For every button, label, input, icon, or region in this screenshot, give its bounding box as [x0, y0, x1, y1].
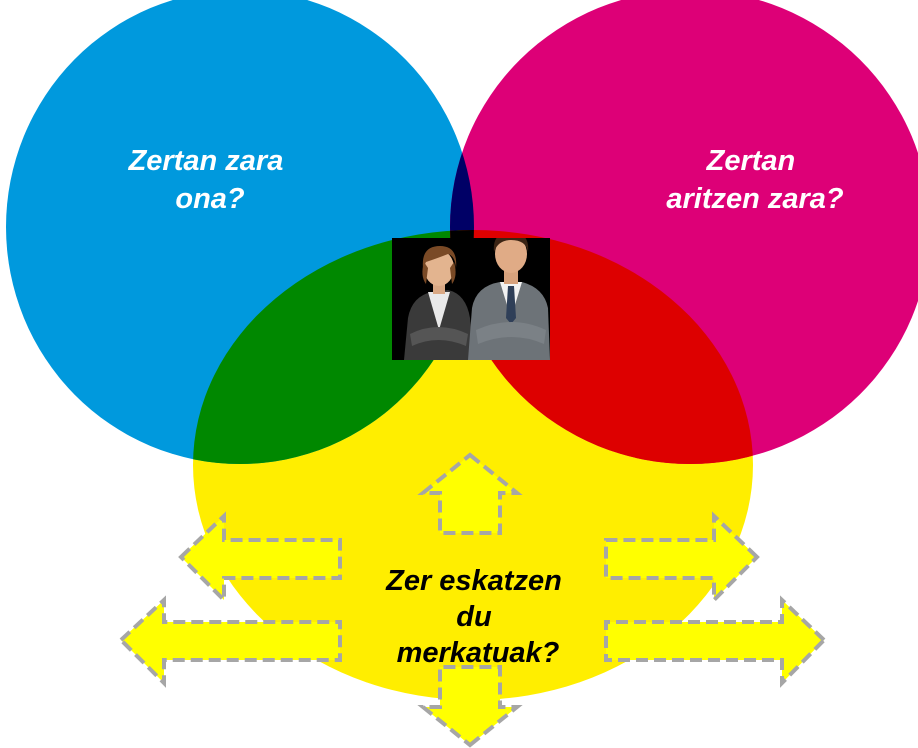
overlap-left-bottom: [193, 230, 474, 464]
arrow-left-upper-icon: [178, 511, 342, 605]
woman-figure: [404, 246, 474, 360]
arrow-left-lower-icon: [118, 595, 342, 688]
label-right-line-2: aritzen zara?: [666, 183, 844, 215]
label-what-you-do: Zertan aritzen zara?: [666, 145, 844, 215]
label-right-line-1: Zertan: [706, 145, 796, 177]
label-market-demand: Zer eskatzen du merkatuak?: [385, 565, 570, 669]
man-figure: [468, 238, 550, 360]
arrow-down-icon: [417, 665, 523, 748]
arrows-group: [118, 452, 827, 748]
label-what-you-are-good-at: Zertan zara ona?: [128, 145, 292, 215]
overlap-right-bottom: [450, 230, 753, 464]
arrow-right-upper-icon: [604, 511, 760, 605]
label-left-line-1: Zertan zara: [128, 145, 284, 177]
arrow-up-icon: [417, 452, 523, 535]
overlap-left-bottom-group: [193, 230, 474, 464]
label-bottom-line-3: merkatuak?: [397, 637, 560, 669]
label-left-line-2: ona?: [175, 183, 245, 215]
business-people-photo: [392, 238, 550, 360]
overlap-right-bottom-group: [450, 230, 753, 464]
label-bottom-line-2: du: [456, 601, 492, 633]
label-bottom-line-1: Zer eskatzen: [385, 565, 562, 597]
arrow-right-lower-icon: [604, 595, 827, 688]
